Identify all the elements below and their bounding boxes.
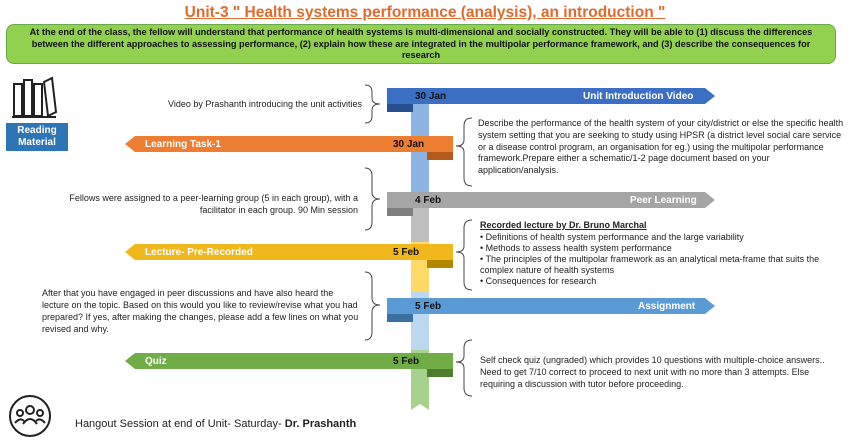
date-quiz: 5 Feb xyxy=(393,356,420,367)
brace-quiz xyxy=(455,339,473,397)
brace-peer xyxy=(364,167,381,231)
brace-assignment xyxy=(364,271,381,341)
desc-learning-task: Describe the performance of the health s… xyxy=(478,118,844,176)
bar-assignment-fold xyxy=(387,314,413,322)
bar-label-quiz: Quiz xyxy=(145,356,167,367)
desc-lecture: Recorded lecture by Dr. Bruno Marchal • … xyxy=(480,220,830,287)
lecture-point: • Methods to assess health system perfor… xyxy=(480,242,672,253)
brace-learning-task xyxy=(455,117,473,187)
footer-label: Hangout Session at end of Unit- Saturday… xyxy=(75,418,282,430)
bar-learning-task-fold xyxy=(427,152,453,160)
date-lecture: 5 Feb xyxy=(393,247,420,258)
desc-assignment: After that you have engaged in peer disc… xyxy=(42,288,359,334)
timeline-strip-1 xyxy=(411,100,429,138)
bar-unit-intro xyxy=(387,88,715,104)
date-unit-intro: 30 Jan xyxy=(415,91,447,102)
bar-label-assignment: Assignment xyxy=(638,301,696,312)
page-title: Unit-3 " Health systems performance (ana… xyxy=(184,4,666,21)
bar-assignment xyxy=(387,298,715,314)
date-assignment: 5 Feb xyxy=(415,301,442,312)
desc-quiz: Self check quiz (ungraded) which provide… xyxy=(480,355,825,389)
bar-label-unit-intro: Unit Introduction Video xyxy=(583,91,694,102)
footer-presenter: Dr. Prashanth xyxy=(284,418,357,430)
bar-quiz-fold xyxy=(427,369,453,377)
bar-peer-learning-fold xyxy=(387,208,413,216)
bar-label-learning-task: Learning Task-1 xyxy=(145,139,221,150)
brace-lecture xyxy=(455,219,473,291)
desc-video: Video by Prashanth introducing the unit … xyxy=(168,99,362,109)
group-icon xyxy=(9,395,51,437)
books-icon xyxy=(12,76,58,118)
objective-box: At the end of the class, the fellow will… xyxy=(6,24,836,64)
date-learning-task: 30 Jan xyxy=(393,139,425,150)
bar-unit-intro-fold xyxy=(387,104,413,112)
reading-material-label[interactable]: Reading Material xyxy=(6,123,68,151)
lecture-point: • Definitions of health system performan… xyxy=(480,231,744,242)
lecture-point: • The principles of the multipolar frame… xyxy=(480,253,820,275)
bar-label-lecture: Lecture- Pre-Recorded xyxy=(145,247,253,258)
timeline-tail xyxy=(411,398,429,410)
date-peer-learning: 4 Feb xyxy=(415,195,442,206)
bar-peer-learning xyxy=(387,192,715,208)
brace-video xyxy=(364,84,381,124)
bar-lecture xyxy=(125,244,453,260)
desc-peer: Fellows were assigned to a peer-learning… xyxy=(69,193,358,215)
lecture-title: Recorded lecture by Dr. Bruno Marchal xyxy=(480,220,647,230)
bar-label-peer-learning: Peer Learning xyxy=(630,195,697,206)
bar-learning-task xyxy=(125,136,453,152)
lecture-point: • Consequences for research xyxy=(480,275,597,286)
bar-lecture-fold xyxy=(427,260,453,268)
bar-quiz xyxy=(125,353,453,369)
footer-hangout: Hangout Session at end of Unit- Saturday… xyxy=(75,418,356,430)
